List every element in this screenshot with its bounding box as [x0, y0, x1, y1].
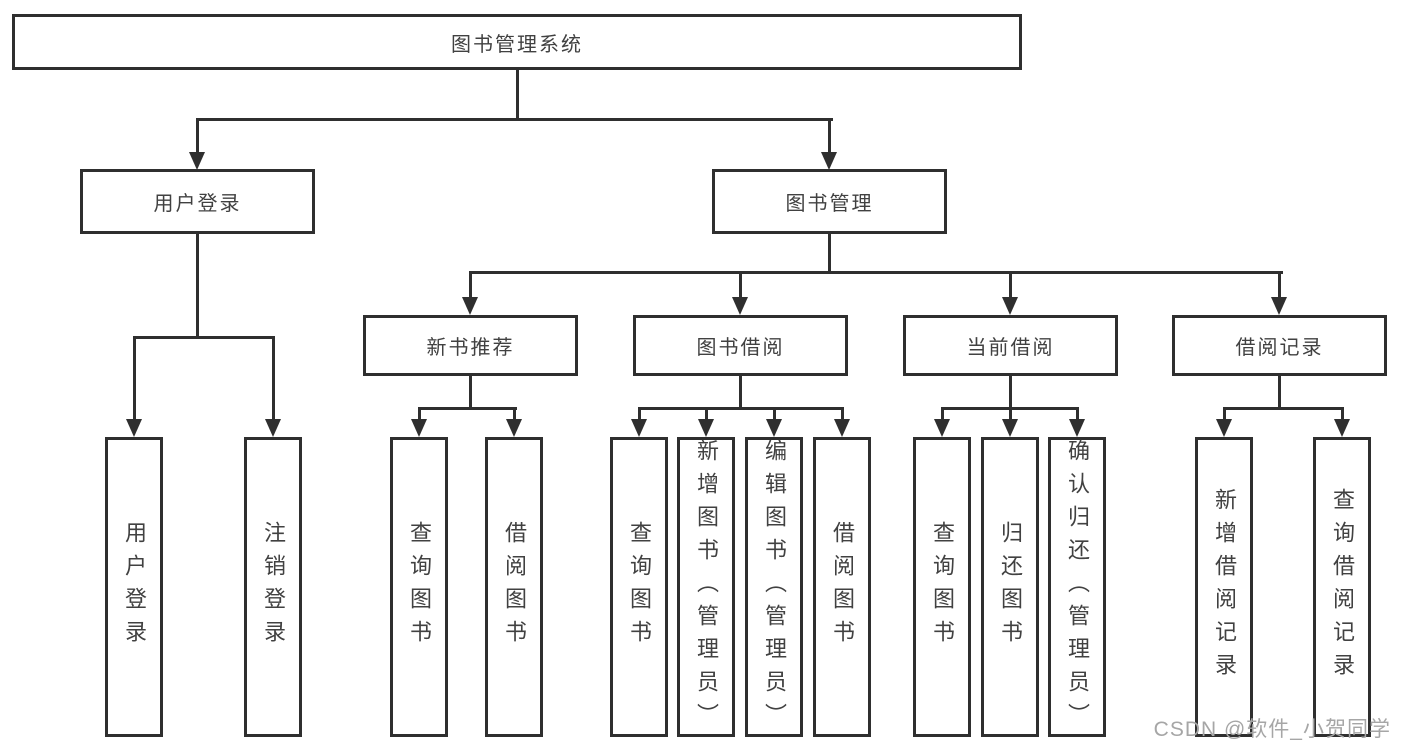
node-label: 图书借阅 — [696, 337, 785, 359]
connector-line — [1278, 271, 1281, 299]
node-book-borrow: 图书借阅 — [633, 315, 848, 376]
connector-line — [469, 271, 1283, 274]
csdn-watermark: CSDN @软件_小贺同学 — [1153, 718, 1391, 741]
leaf-edit-book-admin: 编辑图书（管理员） — [745, 437, 803, 737]
arrowhead-down-icon — [698, 419, 714, 437]
leaf-label: 借阅图书 — [830, 521, 855, 653]
connector-line — [828, 118, 831, 154]
arrowhead-down-icon — [834, 419, 850, 437]
leaf-label: 查询图书 — [407, 521, 432, 653]
leaf-label: 新增图书（管理员） — [694, 438, 719, 736]
leaf-label: 确认归还（管理员） — [1065, 438, 1090, 736]
arrowhead-down-icon — [1271, 297, 1287, 315]
leaf-query-books-3: 查询图书 — [913, 437, 971, 737]
leaf-label: 注销登录 — [261, 521, 286, 653]
leaf-user-login: 用户登录 — [105, 437, 163, 737]
leaf-label: 查询借阅记录 — [1330, 488, 1355, 686]
leaf-label: 用户登录 — [122, 521, 147, 653]
connector-line — [1223, 407, 1344, 410]
leaf-label: 新增借阅记录 — [1212, 488, 1237, 686]
connector-line — [739, 376, 742, 409]
connector-line — [418, 407, 517, 410]
connector-line — [739, 271, 742, 299]
arrowhead-down-icon — [265, 419, 281, 437]
leaf-label: 查询图书 — [930, 521, 955, 653]
node-book-management-system: 图书管理系统 — [12, 14, 1022, 70]
connector-line — [1009, 407, 1012, 421]
connector-line — [773, 407, 776, 421]
leaf-query-borrow-record: 查询借阅记录 — [1313, 437, 1371, 737]
connector-line — [196, 118, 199, 154]
arrowhead-down-icon — [506, 419, 522, 437]
node-label: 图书管理系统 — [451, 33, 583, 56]
arrowhead-down-icon — [462, 297, 478, 315]
arrowhead-down-icon — [1069, 419, 1085, 437]
connector-line — [638, 407, 844, 410]
arrowhead-down-icon — [1002, 297, 1018, 315]
arrowhead-down-icon — [126, 419, 142, 437]
arrowhead-down-icon — [1334, 419, 1350, 437]
connector-line — [941, 407, 944, 421]
connector-line — [1076, 407, 1079, 421]
node-label: 图书管理 — [785, 193, 874, 215]
connector-line — [1009, 376, 1012, 409]
connector-line — [196, 118, 833, 121]
node-user-login: 用户登录 — [80, 169, 315, 234]
node-book-management: 图书管理 — [712, 169, 947, 234]
leaf-label: 编辑图书（管理员） — [762, 438, 787, 736]
connector-line — [516, 70, 519, 119]
connector-line — [1223, 407, 1226, 421]
leaf-return-book: 归还图书 — [981, 437, 1039, 737]
leaf-label: 查询图书 — [627, 521, 652, 653]
arrowhead-down-icon — [821, 152, 837, 170]
arrowhead-down-icon — [1002, 419, 1018, 437]
arrowhead-down-icon — [411, 419, 427, 437]
node-label: 借阅记录 — [1235, 337, 1324, 359]
leaf-borrow-books-2: 借阅图书 — [813, 437, 871, 737]
leaf-logout: 注销登录 — [244, 437, 302, 737]
connector-line — [272, 336, 275, 422]
connector-line — [1278, 376, 1281, 409]
leaf-add-borrow-record: 新增借阅记录 — [1195, 437, 1253, 737]
connector-line — [469, 271, 472, 299]
connector-line — [418, 407, 421, 421]
leaf-query-books-1: 查询图书 — [390, 437, 448, 737]
arrowhead-down-icon — [631, 419, 647, 437]
connector-line — [638, 407, 641, 421]
leaf-label: 借阅图书 — [502, 521, 527, 653]
leaf-borrow-books-1: 借阅图书 — [485, 437, 543, 737]
node-label: 用户登录 — [153, 193, 242, 215]
connector-line — [1009, 271, 1012, 299]
connector-line — [828, 234, 831, 273]
arrowhead-down-icon — [732, 297, 748, 315]
connector-line — [841, 407, 844, 421]
arrowhead-down-icon — [1216, 419, 1232, 437]
node-label: 新书推荐 — [426, 337, 515, 359]
node-current-borrow: 当前借阅 — [903, 315, 1118, 376]
arrowhead-down-icon — [189, 152, 205, 170]
arrowhead-down-icon — [766, 419, 782, 437]
connector-line — [469, 376, 472, 409]
connector-line — [133, 336, 275, 339]
arrowhead-down-icon — [934, 419, 950, 437]
connector-line — [196, 234, 199, 338]
node-new-book-recommend: 新书推荐 — [363, 315, 578, 376]
connector-line — [705, 407, 708, 421]
connector-line — [513, 407, 516, 421]
connector-line — [1341, 407, 1344, 421]
connector-line — [133, 336, 136, 422]
node-borrow-records: 借阅记录 — [1172, 315, 1387, 376]
leaf-label: 归还图书 — [998, 521, 1023, 653]
node-label: 当前借阅 — [966, 337, 1055, 359]
leaf-query-books-2: 查询图书 — [610, 437, 668, 737]
leaf-add-book-admin: 新增图书（管理员） — [677, 437, 735, 737]
leaf-confirm-return-admin: 确认归还（管理员） — [1048, 437, 1106, 737]
